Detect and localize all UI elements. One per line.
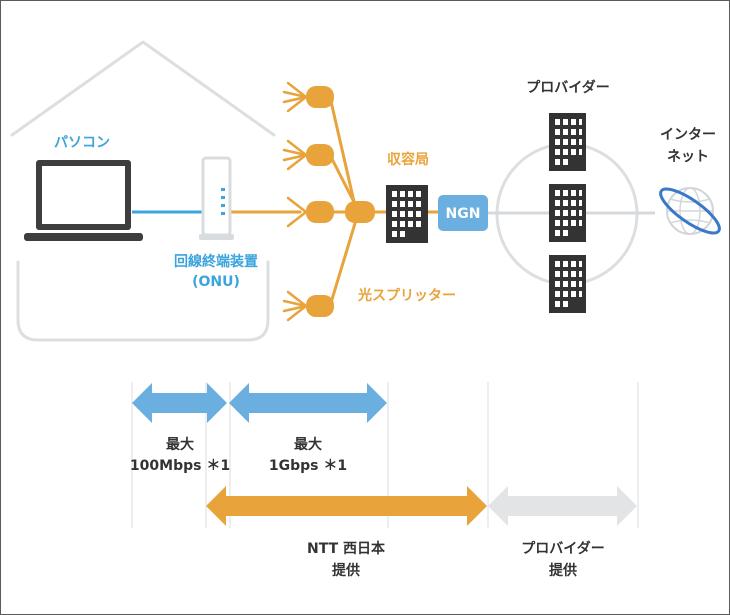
splitter-node-2	[306, 144, 334, 166]
ntt-range-label-line1: NTT 西日本	[307, 540, 386, 557]
splitter-branches	[282, 81, 308, 322]
lan-speed-label-line2: 100Mbps ＊1	[130, 458, 230, 474]
onu-label-line2: (ONU)	[192, 274, 240, 290]
central-office-building-icon	[386, 185, 428, 243]
internet-label-line1: インター	[660, 127, 716, 143]
ngn-box	[438, 195, 488, 231]
splitter-node-1	[306, 86, 334, 108]
central-office-label: 収容局	[387, 151, 429, 168]
lan-speed-arrow	[132, 383, 227, 423]
house-outline	[10, 40, 276, 342]
provider-range-arrow	[488, 486, 637, 526]
ntt-range-arrow	[206, 486, 487, 526]
splitter-node-4	[306, 295, 334, 317]
globe-icon	[659, 187, 721, 235]
provider-range-label-line1: プロバイダー	[521, 540, 604, 557]
fiber-speed-arrow	[229, 383, 387, 423]
pc-label: パソコン	[54, 135, 110, 151]
provider-building-icon	[549, 255, 586, 313]
fiber-speed-label-line2: 1Gbps ＊1	[269, 458, 347, 474]
splitter-label: 光スプリッター	[357, 287, 456, 304]
provider-building-icon	[549, 184, 586, 242]
splitter-nodes	[306, 86, 375, 317]
provider-buildings	[549, 113, 586, 313]
splitter-main-node	[345, 201, 375, 223]
ngn-label: NGN	[446, 206, 481, 222]
fiber-speed-label-line1: 最大	[294, 436, 322, 453]
laptop-icon	[24, 160, 143, 241]
lan-speed-label-line1: 最大	[166, 436, 194, 453]
fiber-lines	[228, 95, 440, 308]
onu-device-icon	[199, 156, 234, 240]
splitter-node-3	[306, 201, 334, 223]
ntt-range-label-line2: 提供	[332, 562, 360, 579]
provider-building-icon	[549, 113, 586, 171]
onu-label-line1: 回線終端装置	[174, 253, 258, 270]
provider-label: プロバイダー	[526, 79, 609, 96]
internet-label-line2: ネット	[667, 149, 709, 165]
provider-range-label-line2: 提供	[549, 562, 577, 579]
